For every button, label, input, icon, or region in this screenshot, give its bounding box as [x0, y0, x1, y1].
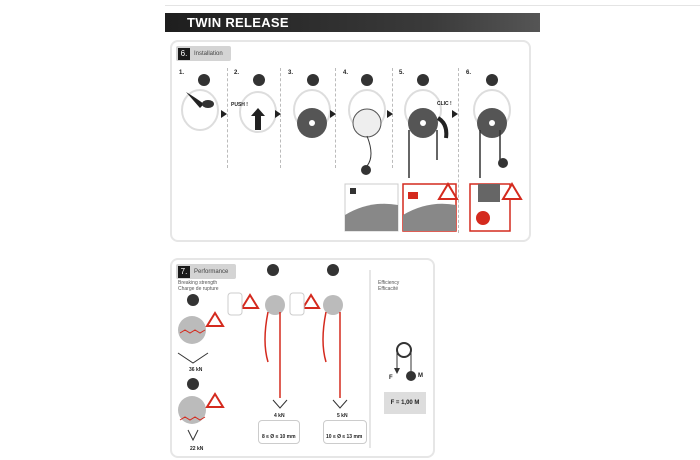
section-number: 7. — [178, 265, 190, 278]
clic-label: CLIC ! — [437, 101, 452, 107]
section-tag: 6. Installation — [176, 46, 231, 61]
rope-icon — [322, 311, 327, 363]
rope-box-2: 10 ≤ Ø ≤ 13 mm — [323, 420, 367, 444]
warning-icon — [437, 182, 459, 200]
divider — [335, 68, 336, 168]
section-label: Installation — [194, 50, 223, 57]
divider — [280, 68, 281, 168]
warning-icon — [205, 293, 321, 408]
force-label: F — [389, 375, 393, 381]
section-number: 6. — [178, 47, 190, 60]
warning-icon — [476, 211, 490, 225]
load-value-2: 5 kN — [337, 413, 348, 419]
divider — [458, 68, 459, 233]
top-rule — [165, 5, 700, 6]
strength-value-1: 36 kN — [189, 367, 203, 373]
pulley-icon — [394, 342, 416, 381]
push-label: PUSH ! — [231, 102, 248, 108]
divider — [227, 68, 228, 168]
rope-diameter-2: 10 ≤ Ø ≤ 13 mm — [326, 434, 363, 440]
divider — [392, 68, 393, 168]
strength-value-2: 22 kN — [190, 446, 204, 452]
rope-icon — [264, 311, 269, 363]
step-5: 5. — [399, 70, 405, 76]
lock-icon — [350, 188, 356, 194]
detail-boxes — [344, 182, 523, 232]
load-value-1: 4 kN — [274, 413, 285, 419]
arrow-icon — [251, 108, 265, 130]
title-bar: TWIN RELEASE — [165, 13, 540, 32]
section-label: Performance — [194, 268, 229, 275]
step-6: 6. — [466, 70, 472, 76]
step-3: 3. — [288, 70, 294, 76]
rope-box-1: 8 ≤ Ø ≤ 10 mm — [258, 420, 300, 444]
unlock-icon — [408, 192, 418, 199]
warning-icon — [501, 182, 523, 200]
step-4: 4. — [343, 70, 349, 76]
device-icon — [198, 74, 498, 86]
step-2: 2. — [234, 70, 240, 76]
page-title: TWIN RELEASE — [187, 15, 289, 30]
step-1: 1. — [179, 70, 185, 76]
rope-diameter-1: 8 ≤ Ø ≤ 10 mm — [262, 434, 296, 440]
performance-panel: 7. Performance — [170, 258, 435, 458]
efficiency-formula: F = 1,00 M — [384, 392, 426, 414]
arrow-icon — [186, 92, 204, 108]
mass-label: M — [418, 373, 423, 379]
device-icon — [187, 264, 339, 390]
section-tag: 7. Performance — [176, 264, 237, 279]
